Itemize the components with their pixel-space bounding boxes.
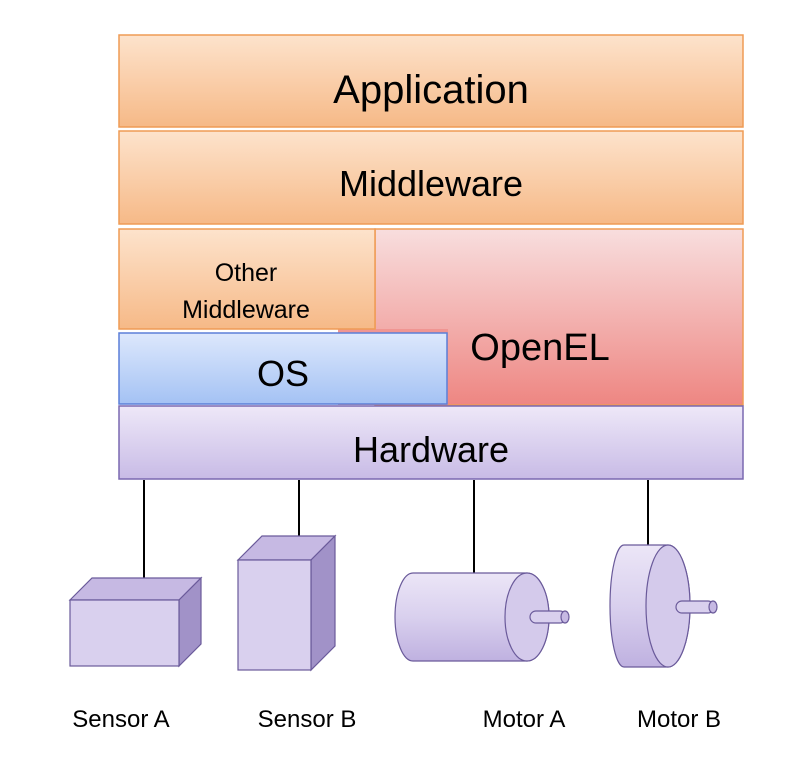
middleware-layer: Middleware <box>118 130 744 225</box>
motor-b-label: Motor B <box>637 706 721 733</box>
os-label: OS <box>257 353 309 394</box>
motor-a-icon <box>394 572 570 662</box>
other-middleware-layer: Other Middleware <box>118 228 376 330</box>
motor-a-label: Motor A <box>483 706 566 733</box>
application-layer: Application <box>118 34 744 128</box>
application-label: Application <box>333 68 529 112</box>
sensor-a-box <box>68 576 203 668</box>
hardware-layer: Hardware <box>118 405 744 480</box>
hardware-label: Hardware <box>353 429 509 470</box>
sensor-b-label: Sensor B <box>258 706 357 733</box>
other-middleware-label-line2: Middleware <box>182 296 310 324</box>
sensor-a-label: Sensor A <box>72 706 169 733</box>
connector-lines <box>143 480 649 578</box>
other-middleware-label-line1: Other <box>215 259 278 287</box>
middleware-label: Middleware <box>339 163 523 204</box>
sensor-b-box <box>236 534 337 672</box>
os-layer: OS <box>118 332 448 405</box>
motor-b-icon <box>609 544 718 668</box>
openel-label: OpenEL <box>470 327 609 369</box>
